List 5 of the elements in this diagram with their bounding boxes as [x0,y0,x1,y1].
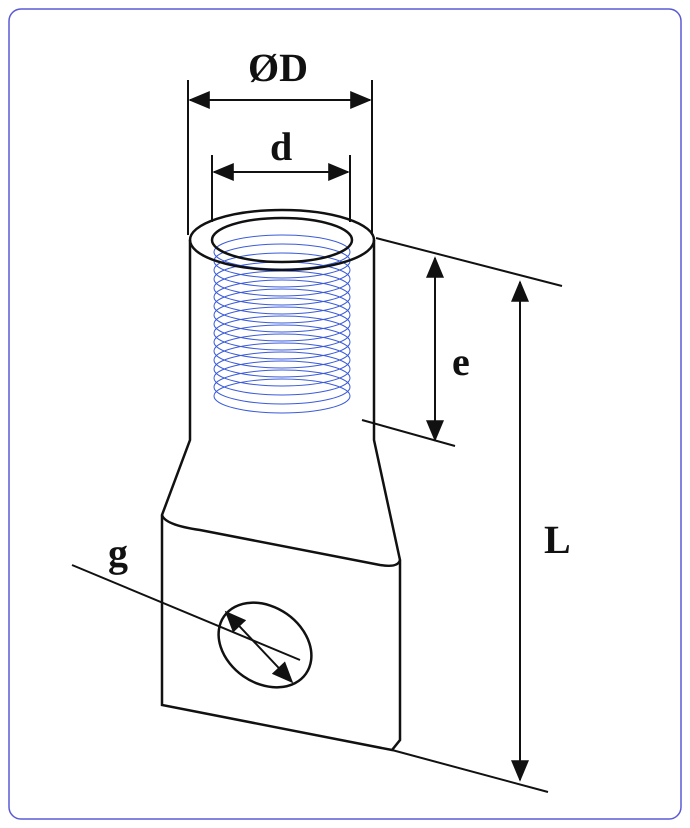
dimension-label: ØD [248,48,308,88]
dimension-label: d [270,127,292,167]
dimension-label: e [452,342,470,382]
dimension-label: L [544,520,571,560]
dimension-label: g [108,533,128,573]
